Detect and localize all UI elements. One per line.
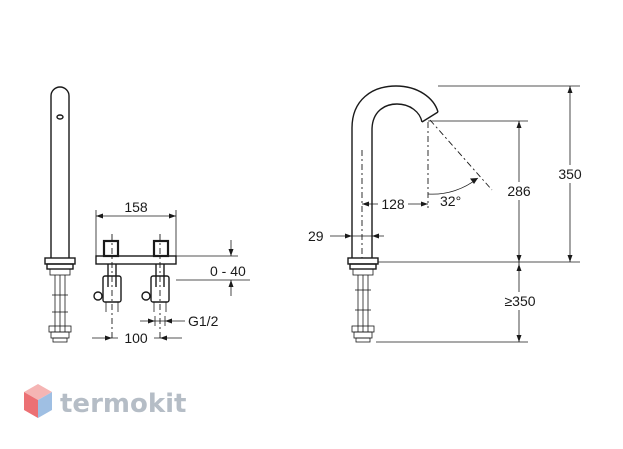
dimension-spout-thickness: 29 xyxy=(308,228,384,244)
dimension-deck-width: 158 xyxy=(95,199,177,258)
dimension-outlet-height: 286 xyxy=(378,120,580,263)
dimension-thread: G1/2 xyxy=(140,313,219,329)
handles-view xyxy=(93,234,177,340)
dim-label-g12: G1/2 xyxy=(188,313,219,329)
dim-label-128: 128 xyxy=(381,196,405,212)
dim-label-min-350: ≥350 xyxy=(504,293,535,309)
termokit-watermark: termokit xyxy=(24,384,186,419)
dimension-spout-reach: 128 xyxy=(362,196,428,212)
dim-label-158: 158 xyxy=(124,199,148,215)
dim-label-32deg: 32° xyxy=(440,193,461,209)
dimension-total-height: 350 xyxy=(438,85,584,262)
dimension-deck-thickness: 0 - 40 xyxy=(176,240,250,296)
spout-side-view xyxy=(44,86,76,343)
dim-label-350: 350 xyxy=(558,166,582,182)
spout-front-view xyxy=(347,85,439,343)
dim-label-0-40: 0 - 40 xyxy=(210,263,246,279)
dim-label-29: 29 xyxy=(308,228,324,244)
dim-label-100: 100 xyxy=(124,330,148,346)
termokit-logo-icon xyxy=(24,384,52,418)
dim-label-286: 286 xyxy=(507,183,531,199)
watermark-brand-text: termokit xyxy=(60,389,186,419)
spray-angle-indicator: 32° xyxy=(427,119,493,209)
dimension-min-under-length: ≥350 xyxy=(376,262,540,343)
dimension-handle-spacing: 100 xyxy=(92,330,182,346)
